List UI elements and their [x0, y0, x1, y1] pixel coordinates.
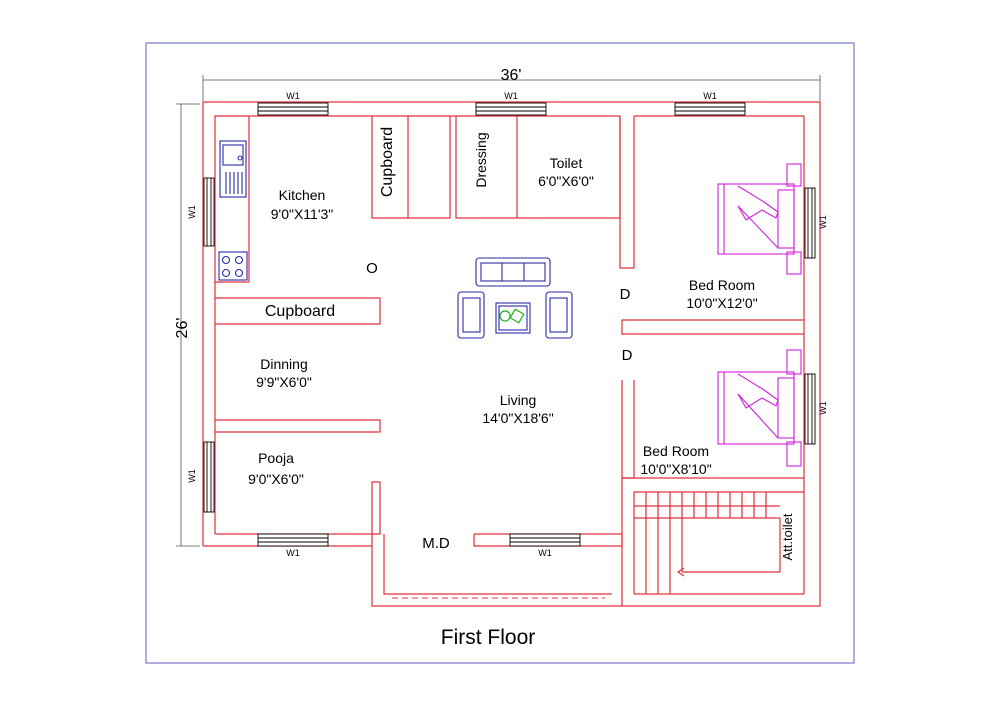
window-label: W1: [703, 91, 717, 101]
window-label: W1: [187, 205, 197, 219]
bedroom2-label: Bed Room: [643, 443, 709, 459]
bedroom1-label: Bed Room: [689, 277, 755, 293]
window-label: W1: [286, 91, 300, 101]
pooja-label: Pooja: [258, 450, 294, 466]
windows: W1 W1 W1 W1 W1 W1 W1: [187, 91, 828, 558]
window-bottom-right: W1: [509, 533, 581, 558]
window-top-left: W1: [257, 91, 329, 116]
bedroom2-size: 10'0"X8'10": [640, 461, 711, 477]
window-top-right: W1: [674, 91, 746, 116]
main-door-label: M.D: [422, 535, 450, 552]
depth-dimension: 26': [174, 318, 191, 339]
window-bottom-left: W1: [257, 533, 329, 558]
att-toilet-label: Att.toilet: [780, 513, 795, 560]
sheet-border: [145, 42, 855, 664]
dinning-label: Dinning: [260, 356, 307, 372]
staircase: [634, 492, 781, 594]
window-top-center: W1: [475, 91, 547, 116]
sofa-set-icon: [457, 257, 573, 339]
stove-icon: [218, 251, 248, 281]
dinning-size: 9'9"X6'0": [256, 374, 312, 390]
window-left-upper: W1: [187, 177, 215, 247]
living-label: Living: [500, 392, 537, 408]
cupboard-mid-label: Cupboard: [265, 303, 335, 320]
window-right-lower: W1: [804, 373, 828, 445]
living-size: 14'0"X18'6": [482, 410, 553, 426]
window-label: W1: [818, 215, 828, 229]
bed-icon: [717, 349, 802, 467]
walls: [202, 101, 821, 607]
toilet-size: 6'0"X6'0": [538, 173, 594, 189]
pooja-size: 9'0"X6'0": [248, 471, 304, 487]
toilet-label: Toilet: [550, 155, 583, 171]
door-label: D: [622, 347, 633, 364]
dressing-label: Dressing: [473, 132, 489, 187]
width-dimension: 36': [501, 67, 522, 84]
window-label: W1: [504, 91, 518, 101]
window-label: W1: [286, 548, 300, 558]
dimension-lines: [176, 75, 821, 547]
sink-icon: [219, 140, 247, 198]
plan-title: First Floor: [441, 626, 536, 649]
bedroom1-size: 10'0"X12'0": [686, 295, 757, 311]
bed-icon: [717, 163, 802, 275]
cupboard-top-label: Cupboard: [379, 127, 396, 197]
window-label: W1: [187, 469, 197, 483]
kitchen-label: Kitchen: [279, 187, 326, 203]
kitchen-size: 9'0"X11'3": [271, 206, 334, 222]
opening-label: O: [366, 260, 378, 277]
window-left-lower: W1: [187, 441, 215, 513]
window-label: W1: [538, 548, 552, 558]
window-label: W1: [818, 401, 828, 415]
window-right-upper: W1: [804, 187, 828, 259]
door-label: D: [620, 286, 631, 303]
